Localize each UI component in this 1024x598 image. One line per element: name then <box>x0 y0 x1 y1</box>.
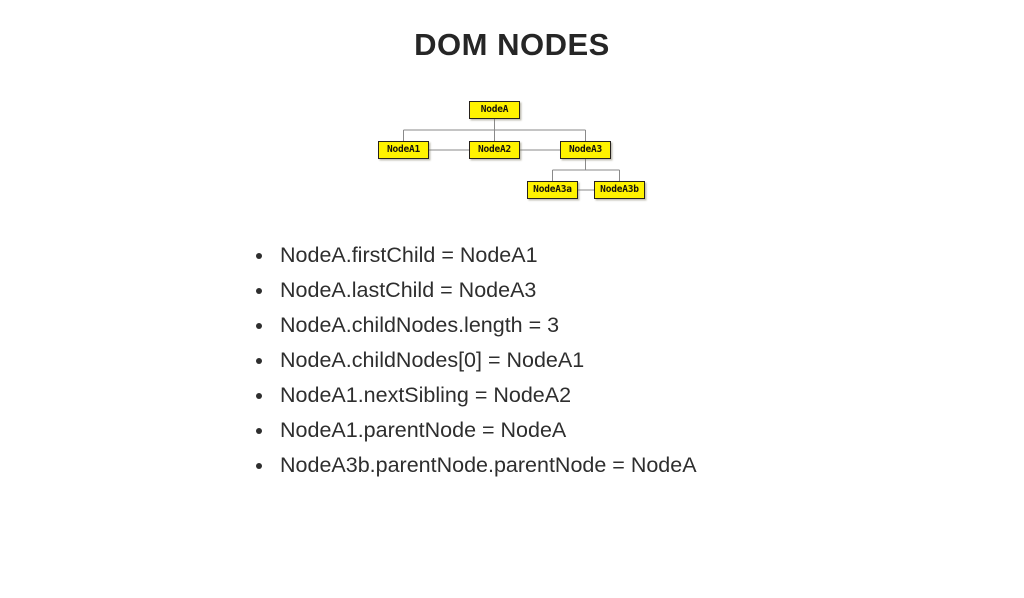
page-title: DOM NODES <box>414 27 610 62</box>
list-item: NodeA.childNodes[0] = NodeA1 <box>255 343 697 378</box>
list-item: NodeA1.nextSibling = NodeA2 <box>255 378 697 413</box>
tree-node-nodea3[interactable]: NodeA3 <box>560 141 611 159</box>
tree-connector-lines <box>402 119 621 191</box>
bullet-icon <box>256 427 262 434</box>
tree-node-nodea[interactable]: NodeA <box>469 101 520 119</box>
list-item: NodeA.lastChild = NodeA3 <box>255 273 697 308</box>
list-item-label: NodeA1.nextSibling = NodeA2 <box>280 383 572 407</box>
dom-properties-list: NodeA.firstChild = NodeA1 NodeA.lastChil… <box>255 238 697 483</box>
tree-node-nodea2[interactable]: NodeA2 <box>469 141 520 159</box>
list-item-label: NodeA.childNodes[0] = NodeA1 <box>280 348 585 372</box>
tree-node-nodea3a[interactable]: NodeA3a <box>527 181 578 199</box>
tree-node-nodea1[interactable]: NodeA1 <box>378 141 429 159</box>
list-item-label: NodeA1.parentNode = NodeA <box>280 418 567 442</box>
tree-node-nodea3b[interactable]: NodeA3b <box>594 181 645 199</box>
list-item-label: NodeA3b.parentNode.parentNode = NodeA <box>280 453 697 477</box>
list-item-label: NodeA.firstChild = NodeA1 <box>280 243 538 267</box>
bullet-icon <box>256 462 262 469</box>
bullet-icon <box>256 252 262 259</box>
list-item: NodeA1.parentNode = NodeA <box>255 413 697 448</box>
dom-node-tree-diagram: NodeA NodeA1 NodeA2 NodeA3 NodeA3a NodeA… <box>0 95 1024 210</box>
list-item: NodeA.childNodes.length = 3 <box>255 308 697 343</box>
bullet-icon <box>256 392 262 399</box>
bullet-icon <box>256 322 262 329</box>
list-item-label: NodeA.childNodes.length = 3 <box>280 313 560 337</box>
bullet-icon <box>256 287 262 294</box>
list-item-label: NodeA.lastChild = NodeA3 <box>280 278 537 302</box>
list-item: NodeA3b.parentNode.parentNode = NodeA <box>255 448 697 483</box>
bullet-icon <box>256 357 262 364</box>
list-item: NodeA.firstChild = NodeA1 <box>255 238 697 273</box>
